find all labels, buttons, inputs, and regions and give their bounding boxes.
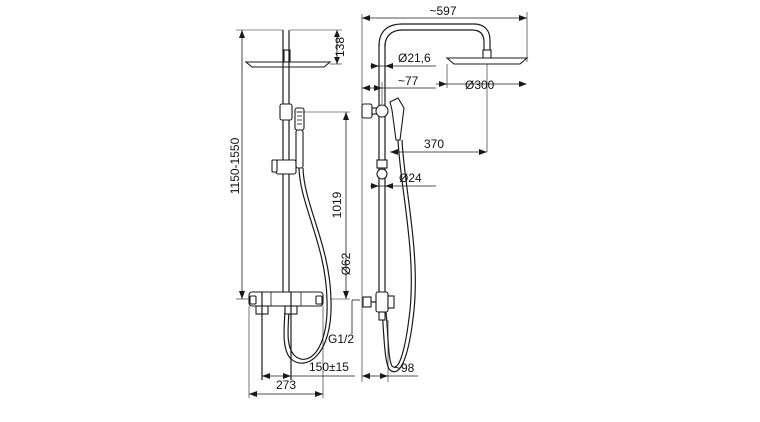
side-wall-flange — [362, 296, 372, 308]
side-hose — [385, 139, 412, 368]
front-adjust-sleeve — [279, 103, 293, 121]
dim-head-offset: 370 — [424, 137, 444, 151]
front-hand-shower-handle — [295, 129, 304, 169]
front-slider — [275, 159, 297, 175]
side-hand-shower — [389, 97, 405, 141]
front-head-connector — [283, 49, 291, 63]
dim-wall-projection: ~98 — [394, 361, 415, 375]
side-view: ~597 Ø21,6 ~77 Ø300 370 Ø24 G1/2 — [328, 4, 529, 382]
dim-depth-total: 273 — [276, 378, 296, 392]
dim-rail-diameter: Ø24 — [399, 171, 422, 185]
front-view: 1150-1550 138 1019 Ø62 273 150±15 — [228, 29, 355, 398]
side-slider — [376, 168, 388, 180]
dim-arm-reach: ~597 — [429, 4, 456, 18]
front-shower-head — [244, 61, 332, 68]
dim-head-height: 138 — [333, 37, 347, 57]
dim-head-diameter: Ø300 — [465, 78, 495, 92]
dim-slider-height: 1019 — [330, 191, 344, 218]
side-shower-head — [445, 57, 529, 65]
dim-arm-offset: ~77 — [398, 74, 419, 88]
front-hand-shower-head — [294, 107, 305, 131]
dim-thread: G1/2 — [328, 332, 354, 346]
dim-inlet-spacing: 150±15 — [309, 360, 349, 374]
dim-arm-pipe-diameter: Ø21,6 — [398, 51, 431, 65]
side-mixer-body — [375, 291, 389, 313]
front-thermostat-bar — [248, 291, 324, 307]
side-shower-arm — [378, 23, 491, 50]
dim-height-range: 1150-1550 — [228, 137, 242, 194]
side-wall-bracket — [361, 103, 373, 119]
dim-mount-diameter: Ø62 — [339, 252, 353, 275]
